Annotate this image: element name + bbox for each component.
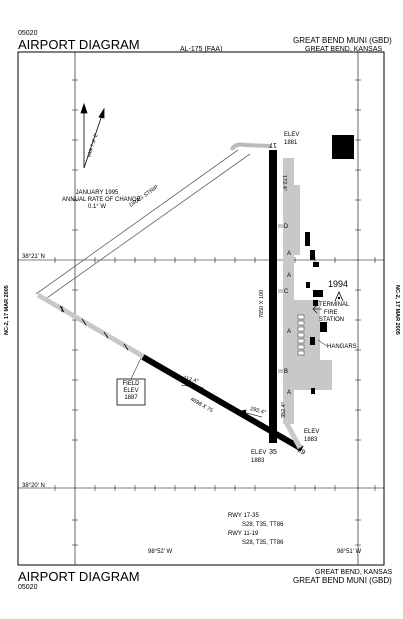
fire-station-label-2: STATION [319,317,345,323]
taxiway-d-stub [278,224,284,228]
taxiway-c-stub [278,289,284,293]
rwy-info-2: RWY 11-19 [228,531,259,537]
elev-label: ELEV [304,429,320,435]
runway-end-17: 17 [269,141,277,148]
variation-date: JANUARY 1995 [75,190,119,196]
taxiway-south-link [282,418,303,450]
taxiway-label: A [287,329,291,335]
elev-rwy29: ELEV 1883 [304,428,319,444]
ident-code: AL-175 (FAA) [180,46,223,53]
rwy-info-1: RWY 17-35 [228,513,259,519]
taxiway-label: A [287,251,291,257]
heading-arrows [180,384,263,418]
parallel-taxiway-a [283,158,294,424]
variation-rate: 0.1° W [87,204,107,210]
field-elevation-leader [130,357,142,380]
runway-11-29-x-marks [59,305,129,351]
footer-airport-name: GREAT BEND MUNI (GBD) [293,576,392,585]
footer-title: AIRPORT DIAGRAM [18,569,140,584]
elev-value: 1881 [284,140,298,146]
variation-rate-label: ANNUAL RATE OF CHANGE [62,197,141,203]
fire-station-label-1: FIRE [324,310,338,316]
map-frame [17,51,385,566]
elev-value: 1883 [304,437,318,443]
building-large [332,135,354,159]
rwy35-heading: 352.4° [281,402,287,418]
diagram-title: AIRPORT DIAGRAM [18,37,140,52]
hangar-rows [297,314,305,356]
airport-name: GREAT BEND MUNI (GBD) [293,36,392,45]
footer-city: GREAT BEND, KANSAS [315,569,393,576]
taxiway-label: A [287,390,291,396]
airport-city: GREAT BEND, KANSAS [305,46,383,53]
hangars-label: HANGARS [327,344,357,350]
apron-north [294,185,300,255]
north-arrow-icon [80,102,105,169]
taxiway-label: D [284,224,289,230]
lon-label-left: 98°52' W [148,549,173,555]
variation-block: JANUARY 1995 ANNUAL RATE OF CHANGE 0.1° … [62,190,141,211]
elev-label: ELEV [284,132,300,138]
year-label: 1994 [328,279,349,289]
rwy17-35-dims: 7850 X 100 [259,290,265,318]
field-elev-value: 1887 [124,395,138,401]
field-elevation: FIELD ELEV 1887 [117,381,145,402]
buildings [305,135,354,394]
apron-hangar-area [292,360,332,390]
elev-value: 1883 [251,458,265,464]
hangars-leader [317,339,328,347]
taxiway-b-stub [278,369,284,373]
graticule [18,52,384,565]
field-elevation-box [116,378,146,406]
runway-end-29: 29 [296,447,306,457]
field-elev-label: ELEV [123,388,139,394]
rwy17-heading: 172.4° [281,175,287,191]
rwy11-heading: 112.4° [182,375,199,385]
lon-label-right: 98°51' W [337,549,362,555]
footer-proc-code: 05020 [18,584,38,591]
drag-strip [35,149,251,301]
elev-label: ELEV [251,450,267,456]
runway-11-29-closed-section [36,292,148,361]
terminal-label: TERMINAL [319,302,350,308]
field-elev-label: FIELD [122,381,140,387]
rwy-info-2-strength: S28, T35, TT86 [242,540,284,546]
terminal-pointer-icon [312,304,322,314]
elev-rwy17: ELEV 1881 [284,131,299,147]
taxiway-connector-top [230,142,273,151]
runway-end-35: 35 [269,449,277,456]
rwy29-heading: 292.4° [249,406,266,416]
procedure-code: 05020 [18,30,38,37]
taxiway-label: A [287,273,291,279]
taxiway-label: C [284,289,289,295]
rwy-info-1-strength: S28, T35, TT86 [242,522,284,528]
taxiway-label: B [284,369,288,375]
runway-17-35 [269,150,277,443]
lat-label-upper: 38°21' N [22,254,45,260]
obstruction-icon [334,291,344,302]
lat-label-lower: 38°20' N [22,483,45,489]
elev-rwy35: ELEV 1883 [251,449,266,465]
variation-label: VAR 7.4° E [86,132,100,158]
